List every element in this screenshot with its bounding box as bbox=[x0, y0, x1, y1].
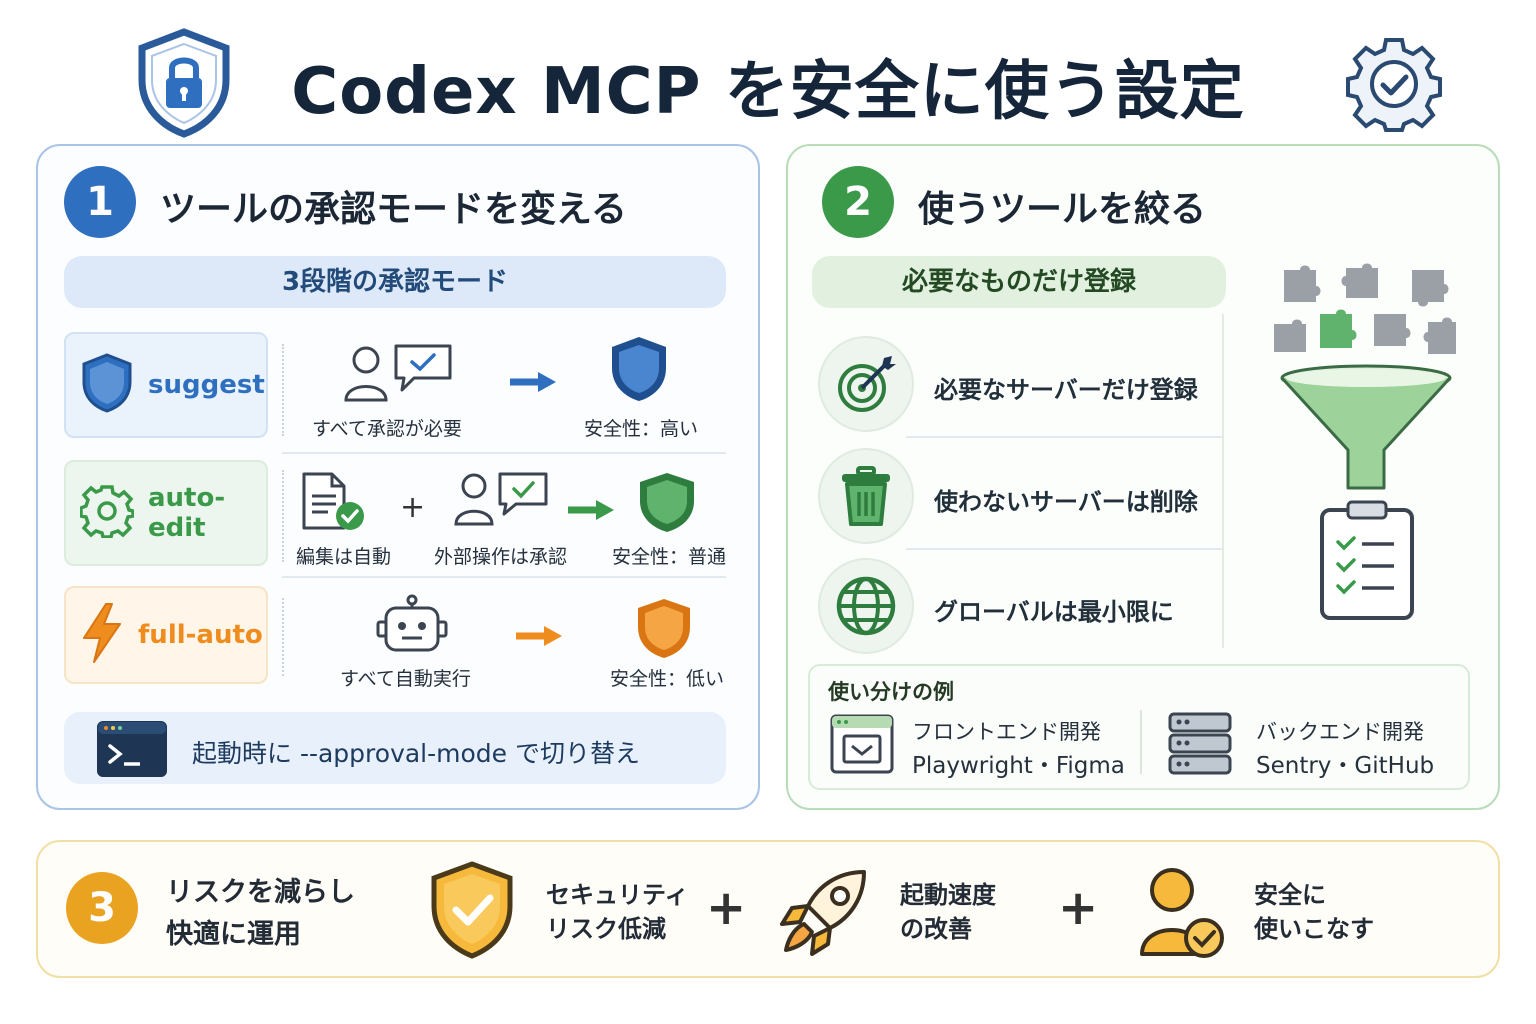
section-title-line: 快適に運用 bbox=[166, 919, 301, 950]
cli-hint bbox=[64, 712, 726, 784]
step-number-badge: 1 bbox=[64, 166, 136, 238]
approval-mode-panel bbox=[36, 144, 760, 810]
example-tools: Sentry・GitHub bbox=[1256, 753, 1435, 779]
benefit-line: 起動速度 bbox=[900, 881, 996, 909]
puzzle-pieces-icon bbox=[1270, 262, 1460, 366]
example-title: バックエンド開発 bbox=[1256, 720, 1424, 744]
usage-examples bbox=[808, 664, 1470, 790]
section-title: ツールの承認モードを変える bbox=[160, 189, 627, 230]
mode-label: full-auto bbox=[138, 620, 263, 650]
rocket-icon bbox=[778, 866, 870, 962]
mode-caption: すべて承認が必要 bbox=[312, 418, 462, 440]
mode-suggest: suggest bbox=[64, 332, 268, 438]
plus-sign: + bbox=[1058, 880, 1099, 936]
mode-label: suggest bbox=[148, 370, 265, 400]
divider bbox=[1140, 710, 1142, 774]
divider bbox=[282, 470, 284, 562]
example-tools: Playwright・Figma bbox=[912, 753, 1125, 779]
lightning-icon bbox=[80, 602, 124, 668]
safety-level: 安全性：普通 bbox=[612, 546, 727, 568]
mode-caption: すべて自動実行 bbox=[340, 668, 471, 690]
funnel-icon bbox=[1278, 362, 1454, 496]
user-check-icon bbox=[1138, 866, 1228, 966]
mode-caption: 編集は自動 bbox=[296, 546, 392, 568]
section-title: 使うツールを絞る bbox=[918, 189, 1207, 230]
step-number-badge: 3 bbox=[66, 872, 138, 944]
step-number-badge: 2 bbox=[822, 166, 894, 238]
benefit-text: 安全に 使いこなす bbox=[1254, 878, 1374, 946]
server-stack-icon bbox=[1168, 712, 1232, 780]
shield-medium-icon bbox=[636, 470, 698, 538]
guideline-item: 使わないサーバーは削除 bbox=[934, 488, 1198, 516]
arrow-right-icon bbox=[566, 498, 616, 522]
benefit-line: 使いこなす bbox=[1254, 915, 1374, 943]
target-icon bbox=[818, 336, 914, 432]
benefit-line: の改善 bbox=[900, 915, 972, 943]
benefit-line: リスク低減 bbox=[546, 915, 666, 943]
mode-full-auto: full-auto bbox=[64, 586, 268, 684]
arrow-right-icon bbox=[514, 624, 564, 648]
user-approval-icon bbox=[340, 342, 456, 408]
terminal-icon bbox=[96, 720, 168, 782]
globe-icon bbox=[818, 558, 914, 654]
gear-icon bbox=[79, 484, 135, 542]
benefits-panel bbox=[36, 840, 1500, 978]
example-title: フロントエンド開発 bbox=[912, 720, 1101, 744]
divider bbox=[906, 436, 1222, 438]
user-approval-icon bbox=[452, 470, 552, 532]
arrow-right-icon bbox=[508, 370, 558, 394]
benefit-line: 安全に bbox=[1254, 881, 1326, 909]
mode-auto-edit: auto-edit bbox=[64, 460, 268, 566]
mode-label: auto-edit bbox=[148, 483, 226, 543]
guideline-item: 必要なサーバーだけ登録 bbox=[934, 376, 1198, 404]
section-title-line: リスクを減らし bbox=[166, 877, 355, 908]
usage-examples-title: 使い分けの例 bbox=[828, 680, 954, 704]
divider bbox=[282, 598, 284, 676]
clipboard-checklist-icon bbox=[1318, 498, 1416, 626]
shield-check-icon bbox=[428, 860, 516, 964]
guideline-item: グローバルは最小限に bbox=[934, 598, 1174, 626]
section-title: リスクを減らし 快適に運用 bbox=[166, 872, 355, 956]
divider bbox=[1222, 314, 1224, 648]
section-subtitle: 3段階の承認モード bbox=[64, 256, 726, 308]
page-title: Codex MCP を安全に使う設定 bbox=[291, 55, 1245, 129]
trash-icon bbox=[818, 448, 914, 544]
shield-icon bbox=[80, 352, 134, 418]
benefit-text: セキュリティ リスク低減 bbox=[546, 878, 689, 946]
plus-sign: + bbox=[400, 490, 426, 525]
cli-hint-text: 起動時に --approval-mode で切り替え bbox=[192, 739, 640, 768]
safety-level: 安全性：高い bbox=[584, 418, 699, 440]
benefit-line: セキュリティ bbox=[546, 881, 689, 909]
benefit-text: 起動速度 の改善 bbox=[900, 878, 996, 946]
divider bbox=[282, 576, 726, 578]
document-check-icon bbox=[300, 470, 368, 538]
shield-lock-icon bbox=[136, 28, 232, 138]
divider bbox=[282, 452, 726, 454]
divider bbox=[906, 548, 1222, 550]
mode-caption: 外部操作は承認 bbox=[434, 546, 568, 568]
divider bbox=[282, 344, 284, 436]
section-subtitle: 必要なものだけ登録 bbox=[812, 256, 1226, 308]
browser-window-icon bbox=[830, 714, 894, 778]
shield-low-icon bbox=[634, 596, 694, 664]
plus-sign: + bbox=[706, 880, 747, 936]
gear-check-icon bbox=[1346, 36, 1442, 146]
robot-icon bbox=[374, 594, 450, 660]
safety-level: 安全性：低い bbox=[610, 668, 725, 690]
shield-high-icon bbox=[608, 334, 670, 408]
